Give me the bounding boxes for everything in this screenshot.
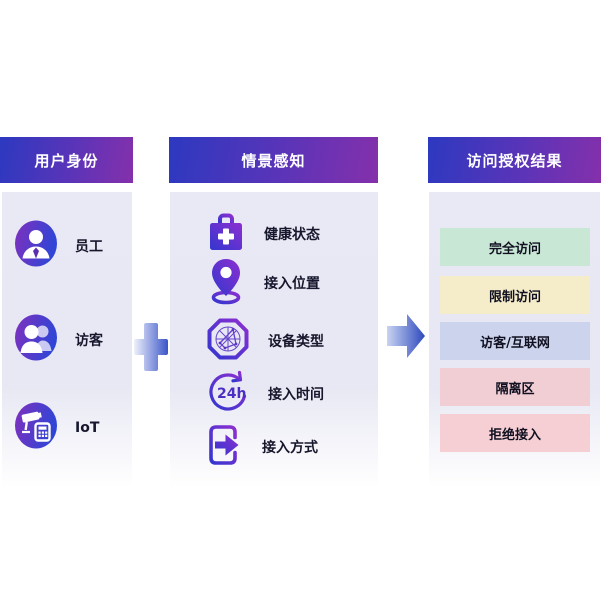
context-item-location: 接入位置 xyxy=(206,257,320,309)
device-type-icon xyxy=(206,317,250,365)
arrow-right-icon xyxy=(386,311,426,361)
context-item-label: 健康状态 xyxy=(264,227,320,243)
iot-icon xyxy=(14,402,58,453)
context-item-device: 设备类型 xyxy=(206,317,324,365)
identity-panel-body: 员工 访客 xyxy=(2,192,132,488)
time-24h-icon: 24h xyxy=(206,369,250,419)
context-panel-body: 健康状态 接入位置 xyxy=(170,192,378,488)
result-bar-deny-access: 拒绝接入 xyxy=(440,414,590,452)
identity-item-iot: IoT xyxy=(14,402,99,453)
identity-item-employee: 员工 xyxy=(14,220,103,271)
location-pin-icon xyxy=(206,257,246,309)
context-item-label: 接入时间 xyxy=(268,387,324,403)
result-bar-quarantine: 隔离区 xyxy=(440,368,590,406)
context-item-label: 设备类型 xyxy=(268,334,324,350)
context-item-method: 接入方式 xyxy=(206,423,318,471)
identity-panel-header: 用户身份 xyxy=(0,137,133,183)
svg-text:24h: 24h xyxy=(217,386,246,402)
result-panel-header: 访问授权结果 xyxy=(428,137,601,183)
result-bar-label: 拒绝接入 xyxy=(488,427,541,443)
context-item-health: 健康状态 xyxy=(206,211,320,257)
result-bar-label: 隔离区 xyxy=(495,381,535,397)
identity-item-label: 员工 xyxy=(75,238,103,255)
employee-icon xyxy=(14,220,58,271)
identity-item-visitor: 访客 xyxy=(14,314,103,365)
context-panel-header: 情景感知 xyxy=(169,137,378,183)
result-bar-label: 限制访问 xyxy=(488,289,541,305)
visitor-icon xyxy=(14,314,58,365)
plus-icon xyxy=(134,321,168,373)
identity-item-label: IoT xyxy=(75,419,100,436)
result-bar-guest-internet: 访客/互联网 xyxy=(440,322,590,360)
context-item-time: 24h 接入时间 xyxy=(206,369,324,419)
context-item-label: 接入位置 xyxy=(264,276,320,292)
health-kit-icon xyxy=(206,211,246,257)
result-bar-label: 完全访问 xyxy=(488,241,541,257)
result-bar-full-access: 完全访问 xyxy=(440,228,590,266)
identity-item-label: 访客 xyxy=(75,332,103,349)
result-bar-label: 访客/互联网 xyxy=(480,335,550,351)
context-item-label: 接入方式 xyxy=(262,440,318,456)
result-panel-body: 完全访问 限制访问 访客/互联网 隔离区 拒绝接入 xyxy=(429,192,600,488)
result-bar-limited-access: 限制访问 xyxy=(440,276,590,314)
access-method-icon xyxy=(206,423,244,471)
